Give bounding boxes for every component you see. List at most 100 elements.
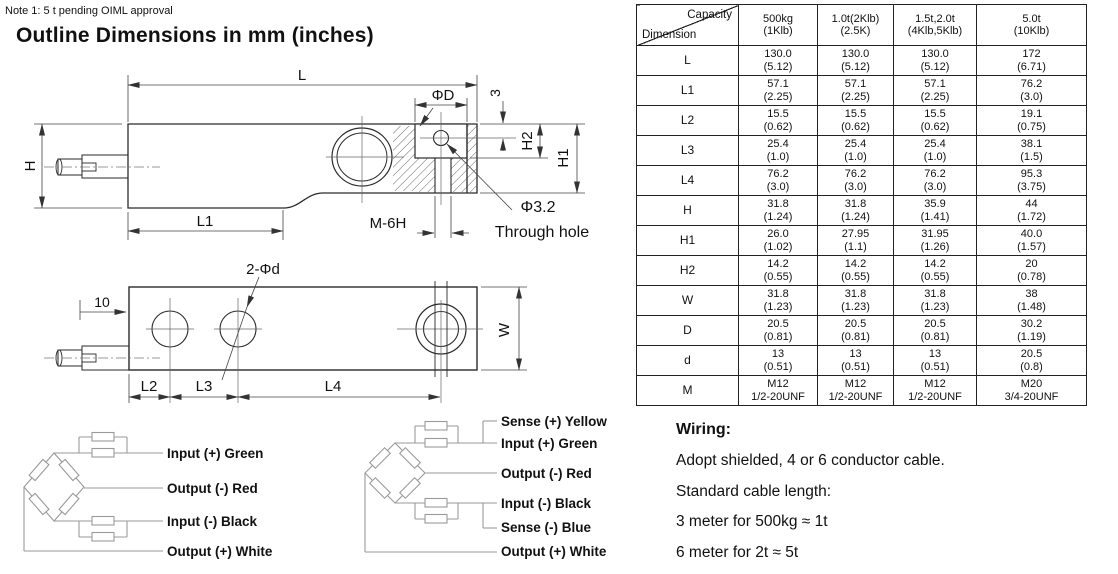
dimension-label: H1 (637, 226, 739, 256)
value-cell: 95.3(3.75) (977, 166, 1087, 196)
value-cell: 20.5(0.81) (818, 316, 894, 346)
wiring-diagrams: Input (+) Green Output (-) Red Input (-)… (0, 405, 640, 570)
value-cell: 15.5(0.62) (894, 106, 977, 136)
value-cell: 25.4(1.0) (739, 136, 818, 166)
wire-label-sense-plus: Sense (+) Yellow (501, 414, 607, 429)
wiring-line-1: Adopt shielded, 4 or 6 conductor cable. (676, 452, 945, 483)
wiring-heading: Wiring: (676, 421, 945, 452)
column-header: 1.5t,2.0t(4Klb,5Klb) (894, 5, 977, 46)
wire-label-output-plus: Output (+) White (501, 544, 607, 559)
column-header: 5.0t(10Klb) (977, 5, 1087, 46)
value-cell: 31.8(1.23) (818, 286, 894, 316)
wire-label-input-plus: Input (+) Green (501, 436, 597, 451)
value-cell: 44(1.72) (977, 196, 1087, 226)
value-cell: 20.5(0.8) (977, 346, 1087, 376)
value-cell: 20(0.78) (977, 256, 1087, 286)
bridge-6wire (365, 421, 497, 552)
dimension-table: Capacity Dimension 500kg(1Klb) 1.0t(2Klb… (636, 4, 1087, 406)
dim-label-l1: L1 (197, 213, 214, 230)
dim-label-l4: L4 (325, 378, 342, 395)
side-view-labels: H L L1 ΦD 3 H2 H1 M-6H Φ3.2 Through hole (22, 67, 589, 241)
dim-label-2phid: 2-Φd (246, 261, 280, 278)
value-cell: 172(6.71) (977, 46, 1087, 76)
dim-label-phid: ΦD (432, 87, 455, 104)
value-cell: 38.1(1.5) (977, 136, 1087, 166)
value-cell: 13(0.51) (818, 346, 894, 376)
wire-label-input-plus: Input (+) Green (167, 446, 263, 461)
dimension-label: L4 (637, 166, 739, 196)
wire-label-output-minus: Output (-) Red (167, 481, 258, 496)
dimension-table-body: Capacity Dimension 500kg(1Klb) 1.0t(2Klb… (637, 5, 1087, 406)
column-header: 1.0t(2Klb)(2.5K) (818, 5, 894, 46)
dim-label-l: L (298, 67, 306, 84)
value-cell: 13(0.51) (894, 346, 977, 376)
top-view-labels: 10 2-Φd W L2 L3 L4 (94, 261, 513, 395)
value-cell: 25.4(1.0) (818, 136, 894, 166)
dimension-label: H2 (637, 256, 739, 286)
value-cell: 25.4(1.0) (894, 136, 977, 166)
wire-label-output-minus: Output (-) Red (501, 466, 592, 481)
value-cell: 20.5(0.81) (894, 316, 977, 346)
value-cell: 130.0(5.12) (818, 46, 894, 76)
value-cell: 15.5(0.62) (818, 106, 894, 136)
value-cell: 14.2(0.55) (739, 256, 818, 286)
table-header-row: Capacity Dimension 500kg(1Klb) 1.0t(2Klb… (637, 5, 1087, 46)
dimension-label: d (637, 346, 739, 376)
dim-label-w: W (496, 322, 513, 337)
corner-dimension-label: Dimension (642, 29, 696, 42)
dim-label-h1: H1 (555, 148, 572, 167)
value-cell: 38(1.48) (977, 286, 1087, 316)
value-cell: 31.8(1.23) (739, 286, 818, 316)
value-cell: 35.9(1.41) (894, 196, 977, 226)
dimension-label: L2 (637, 106, 739, 136)
value-cell: 130.0(5.12) (894, 46, 977, 76)
value-cell: 15.5(0.62) (739, 106, 818, 136)
dim-label-phi32: Φ3.2 (520, 199, 555, 216)
value-cell: 19.1(0.75) (977, 106, 1087, 136)
value-cell: 31.8(1.23) (894, 286, 977, 316)
dim-label-3: 3 (487, 89, 503, 97)
wiring-line-4: 6 meter for 2t ≈ 5t (676, 544, 945, 574)
dimension-label: W (637, 286, 739, 316)
value-cell: 57.1(2.25) (894, 76, 977, 106)
value-cell: 31.95(1.26) (894, 226, 977, 256)
dimension-label: L3 (637, 136, 739, 166)
value-cell: 26.0(1.02) (739, 226, 818, 256)
bridge-4wire-labels: Input (+) Green Output (-) Red Input (-)… (167, 446, 273, 559)
dimension-label: D (637, 316, 739, 346)
value-cell: 30.2(1.19) (977, 316, 1087, 346)
value-cell: 31.8(1.24) (739, 196, 818, 226)
value-cell: 14.2(0.55) (818, 256, 894, 286)
dim-label-l3: L3 (196, 378, 213, 395)
corner-capacity-label: Capacity (687, 9, 732, 22)
value-cell: 130.0(5.12) (739, 46, 818, 76)
dim-label-through-hole: Through hole (495, 224, 589, 241)
wire-label-input-minus: Input (-) Black (167, 514, 257, 529)
value-cell: 76.2(3.0) (977, 76, 1087, 106)
dimension-label: M (637, 376, 739, 406)
wiring-line-3: 3 meter for 500kg ≈ 1t (676, 513, 945, 544)
column-header: 500kg(1Klb) (739, 5, 818, 46)
wiring-text-block: Wiring: Adopt shielded, 4 or 6 conductor… (676, 421, 945, 574)
side-view (44, 112, 516, 208)
wire-label-output-plus: Output (+) White (167, 544, 273, 559)
page-title: Outline Dimensions in mm (inches) (16, 24, 374, 48)
value-cell: 14.2(0.55) (894, 256, 977, 286)
side-view-dimensions (34, 75, 585, 240)
value-cell: 76.2(3.0) (818, 166, 894, 196)
wire-label-sense-minus: Sense (-) Blue (501, 520, 592, 535)
dim-label-m6h: M-6H (370, 215, 407, 232)
value-cell: 76.2(3.0) (739, 166, 818, 196)
wiring-line-2: Standard cable length: (676, 483, 945, 514)
